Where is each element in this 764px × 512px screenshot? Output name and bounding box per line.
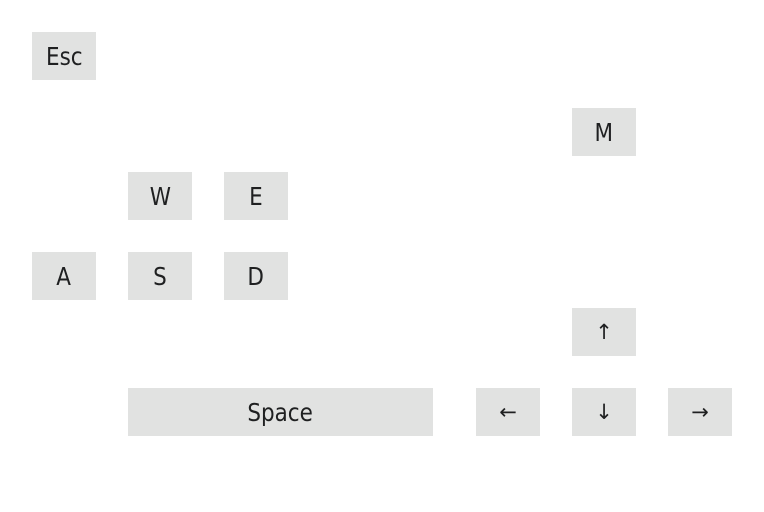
arrow-down-key[interactable]: ↓ <box>572 388 636 436</box>
e-key[interactable]: E <box>224 172 288 220</box>
w-key[interactable]: W <box>128 172 192 220</box>
esc-key-label: Esc <box>45 41 83 71</box>
s-key-label: S <box>153 261 167 291</box>
arrow-down-icon: ↓ <box>595 399 613 424</box>
d-key[interactable]: D <box>224 252 288 300</box>
s-key[interactable]: S <box>128 252 192 300</box>
arrow-left-key[interactable]: ← <box>476 388 540 436</box>
w-key-label: W <box>149 181 171 211</box>
a-key[interactable]: A <box>32 252 96 300</box>
a-key-label: A <box>56 261 72 291</box>
esc-key[interactable]: Esc <box>32 32 96 80</box>
e-key-label: E <box>249 181 263 211</box>
space-key-label: Space <box>247 397 314 427</box>
space-key[interactable]: Space <box>128 388 433 436</box>
arrow-right-key[interactable]: → <box>668 388 732 436</box>
arrow-right-icon: → <box>691 399 709 424</box>
arrow-left-icon: ← <box>499 399 517 424</box>
m-key-label: M <box>594 117 614 147</box>
d-key-label: D <box>247 261 265 291</box>
arrow-up-icon: ↑ <box>595 319 613 344</box>
arrow-up-key[interactable]: ↑ <box>572 308 636 356</box>
m-key[interactable]: M <box>572 108 636 156</box>
